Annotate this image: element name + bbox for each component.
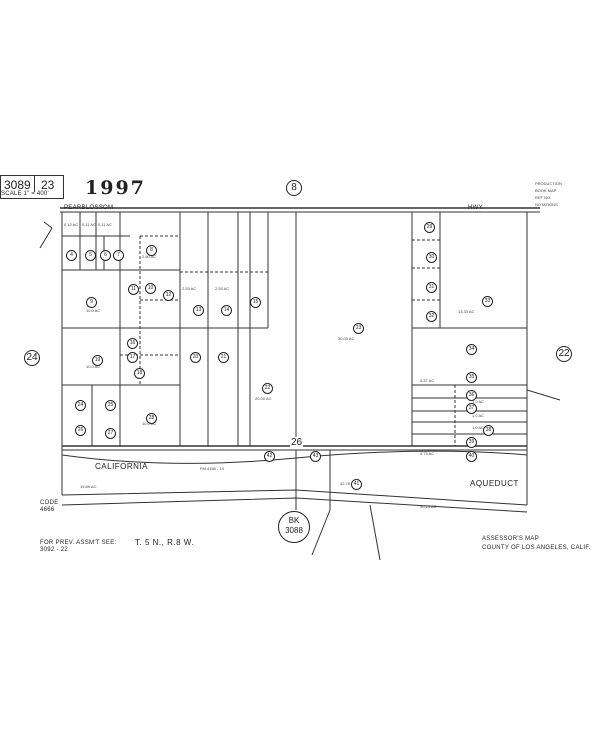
previous-assessment-value: 3092 - 22 — [40, 547, 69, 553]
parcel-number-circle: 29 — [424, 222, 435, 233]
book-number: 3089 — [4, 178, 31, 192]
previous-assessment-label: FOR PREV. ASSM'T SEE: — [40, 540, 117, 546]
parcel-number-circle: 37 — [466, 403, 477, 414]
svg-text:10.0 AC: 10.0 AC — [86, 364, 100, 369]
parcel-number-circle: 7 — [113, 250, 124, 261]
parcel-number-circle: 22 — [262, 383, 273, 394]
township-range: T. 5 N., R.8 W. — [135, 538, 195, 547]
parcel-number-circle: 8 — [146, 245, 157, 256]
map-title: ASSESSOR'S MAP — [482, 536, 540, 542]
parcel-number-circle: 39 — [466, 437, 477, 448]
scale-label: SCALE 1" = 400' — [1, 191, 49, 197]
parcel-number-circle: 28 — [146, 413, 157, 424]
parcel-number-circle: 41 — [351, 479, 362, 490]
parcel-number-circle: 24 — [75, 400, 86, 411]
section-number: 26 — [290, 437, 304, 448]
map-number-circle: 8 — [286, 180, 302, 196]
parcel-number-circle: 35 — [466, 372, 477, 383]
book-reference-circle: BK 3088 — [278, 511, 310, 543]
parcel-number-circle: 14 — [221, 305, 232, 316]
parcel-number-circle: 5 — [85, 250, 96, 261]
parcel-number-circle: 26 — [75, 425, 86, 436]
parcel-number-circle: 32 — [426, 311, 437, 322]
parcel-number-circle: 4 — [66, 250, 77, 261]
parcel-number-circle: 25 — [105, 400, 116, 411]
svg-text:2.53 AC: 2.53 AC — [182, 286, 196, 291]
highway-suffix: HWY. — [468, 205, 485, 211]
parcel-number-circle: 10 — [145, 283, 156, 294]
parcel-number-circle: 27 — [105, 428, 116, 439]
parcel-number-circle: 20 — [190, 352, 201, 363]
code-label: CODE — [40, 500, 59, 506]
svg-text:1.0 AC: 1.0 AC — [472, 425, 484, 430]
adjacent-map-right: 22 — [556, 346, 572, 362]
svg-text:BOOK MAP: BOOK MAP — [535, 188, 557, 193]
svg-text:30.00 AC: 30.00 AC — [338, 336, 355, 341]
svg-text:0.12 AC: 0.12 AC — [64, 222, 78, 227]
svg-text:19.89 AC: 19.89 AC — [80, 484, 97, 489]
svg-text:1.0 AC: 1.0 AC — [472, 399, 484, 404]
svg-text:1.0 AC: 1.0 AC — [472, 413, 484, 418]
svg-text:2.53 AC: 2.53 AC — [215, 286, 229, 291]
svg-text:2.60 AC: 2.60 AC — [142, 254, 156, 259]
code-value: 4666 — [40, 507, 55, 513]
svg-text:0.11 AC: 0.11 AC — [98, 222, 112, 227]
parcel-number-circle: 6 — [100, 250, 111, 261]
map-county: COUNTY OF LOS ANGELES, CALIF. — [482, 545, 591, 551]
svg-text:13.33 AC: 13.33 AC — [458, 309, 475, 314]
svg-text:10.0 AC: 10.0 AC — [86, 308, 100, 313]
book-divider — [34, 176, 35, 192]
parcel-number-circle: 40 — [466, 451, 477, 462]
book-reference-prefix: BK — [288, 516, 300, 525]
parcel-number-circle: 36 — [466, 390, 477, 401]
parcel-number-circle: 30 — [426, 252, 437, 263]
svg-text:0.11 AC: 0.11 AC — [82, 222, 96, 227]
parcel-number-circle: 16 — [127, 338, 138, 349]
parcel-number-circle: 12 — [163, 290, 174, 301]
parcel-number-circle: 13 — [193, 305, 204, 316]
canal-label-left: CALIFORNIA — [95, 462, 149, 471]
canal-label-right: AQUEDUCT — [470, 479, 519, 488]
svg-text:NOTATIONS: NOTATIONS — [535, 202, 558, 207]
book-reference-number: 3088 — [285, 526, 303, 535]
parcel-number-circle: 18 — [134, 368, 145, 379]
parcel-number-circle: 21 — [218, 352, 229, 363]
svg-text:FM 4158 - 14: FM 4158 - 14 — [200, 466, 225, 471]
svg-text:PRODUCTION: PRODUCTION — [535, 181, 562, 186]
highway-name: PEARBLOSSOM — [64, 205, 114, 211]
parcel-number-circle: 34 — [466, 344, 477, 355]
svg-text:50.14 AC: 50.14 AC — [420, 504, 437, 509]
parcel-number-circle: 19 — [92, 355, 103, 366]
svg-text:REF NO.: REF NO. — [535, 195, 551, 200]
parcel-number-circle: 15 — [250, 297, 261, 308]
parcel-number-circle: 42 — [264, 451, 275, 462]
parcel-number-circle: 43 — [310, 451, 321, 462]
svg-text:4.73 AC: 4.73 AC — [420, 451, 434, 456]
page-number: 23 — [41, 178, 55, 192]
adjacent-map-left: 24 — [24, 350, 40, 366]
parcel-number-circle: 11 — [128, 284, 139, 295]
svg-text:42.78 AC: 42.78 AC — [340, 481, 357, 486]
parcel-number-circle: 9 — [86, 297, 97, 308]
parcel-number-circle: 33 — [482, 296, 493, 307]
book-page-box: 3089 23 — [0, 175, 64, 199]
parcel-number-circle: 38 — [483, 425, 494, 436]
map-year: 1997 — [85, 177, 146, 199]
svg-text:0.37 AC: 0.37 AC — [420, 378, 434, 383]
parcel-number-circle: 31 — [426, 282, 437, 293]
svg-text:20.00 AC: 20.00 AC — [255, 396, 272, 401]
parcel-number-circle: 17 — [127, 352, 138, 363]
parcel-number-circle: 23 — [353, 323, 364, 334]
